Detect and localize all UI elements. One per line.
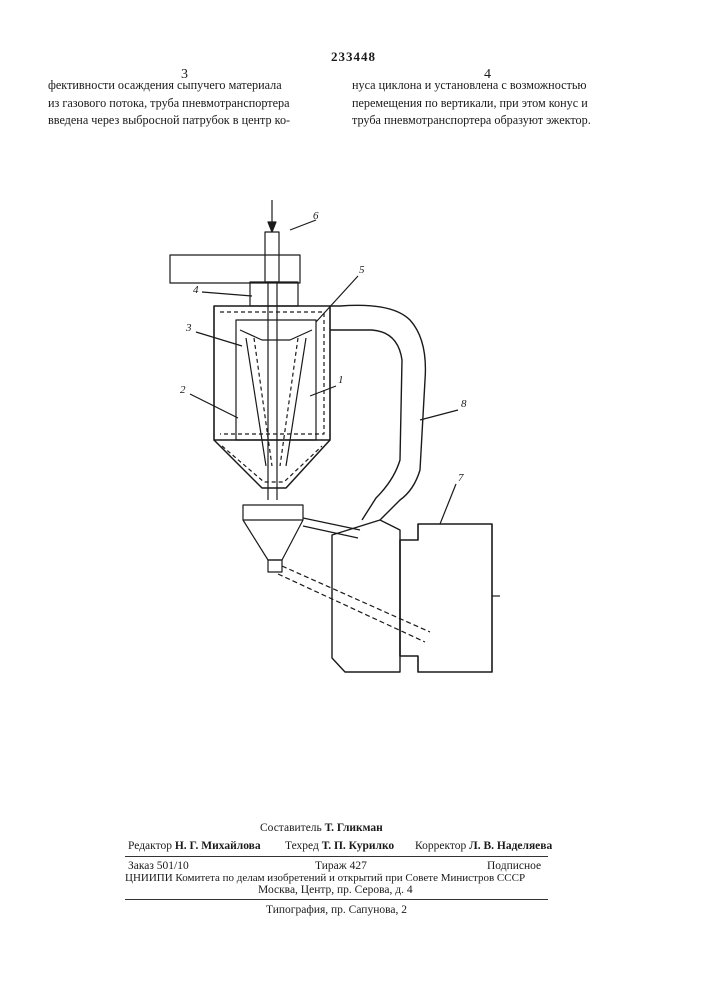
techred-name: Т. П. Курилко [322, 840, 394, 852]
receiver-neck [268, 560, 282, 572]
leader-1 [310, 386, 336, 396]
receiver-cone [243, 520, 303, 560]
return-pipe [278, 566, 430, 642]
text-line: введена через выбросной патрубок в центр… [48, 112, 320, 130]
inner-chamber [236, 320, 316, 440]
order-number: Заказ 501/10 [128, 860, 189, 872]
leader-7 [440, 484, 456, 524]
duct-8-outer [330, 305, 425, 520]
dryer-drum [400, 524, 492, 672]
lower-chamber [332, 520, 400, 672]
part-label-1: 1 [338, 374, 344, 386]
organization-address: Москва, Центр, пр. Серова, д. 4 [258, 884, 413, 896]
receiver [243, 505, 303, 520]
corrector-line: Корректор Л. В. Наделяева [415, 840, 552, 852]
inlet-duct [170, 255, 300, 283]
part-label-6: 6 [313, 210, 319, 222]
central-pipe [268, 282, 277, 500]
circulation: Тираж 427 [315, 860, 367, 872]
editor-name: Н. Г. Михайлова [175, 840, 261, 852]
editor-line: Редактор Н. Г. Михайлова [128, 840, 261, 852]
techred-label: Техред [285, 840, 319, 852]
part-label-8: 8 [461, 398, 467, 410]
pneumo-pipe-top [265, 232, 279, 282]
text-column-left: фективности осаждения сыпучего материала… [48, 77, 320, 130]
text-line: фективности осаждения сыпучего материала [48, 77, 320, 95]
cyclone-drawing [150, 195, 510, 695]
cone-inner-walls [254, 338, 298, 466]
leader-8 [420, 410, 458, 420]
outlet-pipe-block [250, 282, 298, 306]
footer-rule [125, 856, 548, 857]
duct-8-inner [330, 330, 402, 520]
leader-3 [196, 332, 242, 346]
part-label-3: 3 [186, 322, 192, 334]
part-label-2: 2 [180, 384, 186, 396]
corrector-name: Л. В. Наделяева [469, 840, 552, 852]
part-label-4: 4 [193, 284, 199, 296]
text-line: нуса циклона и установлена с возможность… [352, 77, 627, 95]
text-line: перемещения по вертикали, при этом конус… [352, 95, 627, 113]
text-column-right: нуса циклона и установлена с возможность… [352, 77, 627, 130]
text-line: из газового потока, труба пневмотранспор… [48, 95, 320, 113]
patent-number: 233448 [0, 49, 707, 65]
flow-arrowhead [268, 222, 276, 232]
compiler-line: Составитель Т. Гликман [260, 822, 383, 834]
cone-walls [246, 338, 306, 466]
leader-4 [202, 292, 252, 296]
organization-line: ЦНИИПИ Комитета по делам изобретений и о… [125, 872, 525, 884]
compiler-name: Т. Гликман [325, 822, 383, 834]
techred-line: Техред Т. П. Курилко [285, 840, 394, 852]
compiler-label: Составитель [260, 822, 322, 834]
footer-rule-2 [125, 899, 548, 900]
leader-5 [316, 276, 358, 322]
subscription: Подписное [487, 860, 541, 872]
text-line: труба пневмотранспортера образуют эжекто… [352, 112, 627, 130]
editor-label: Редактор [128, 840, 172, 852]
cone-top [240, 330, 312, 340]
cyclone-outer-body [214, 306, 330, 440]
part-label-7: 7 [458, 472, 464, 484]
corrector-label: Корректор [415, 840, 466, 852]
part-label-5: 5 [359, 264, 365, 276]
printing-house: Типография, пр. Сапунова, 2 [266, 904, 407, 916]
